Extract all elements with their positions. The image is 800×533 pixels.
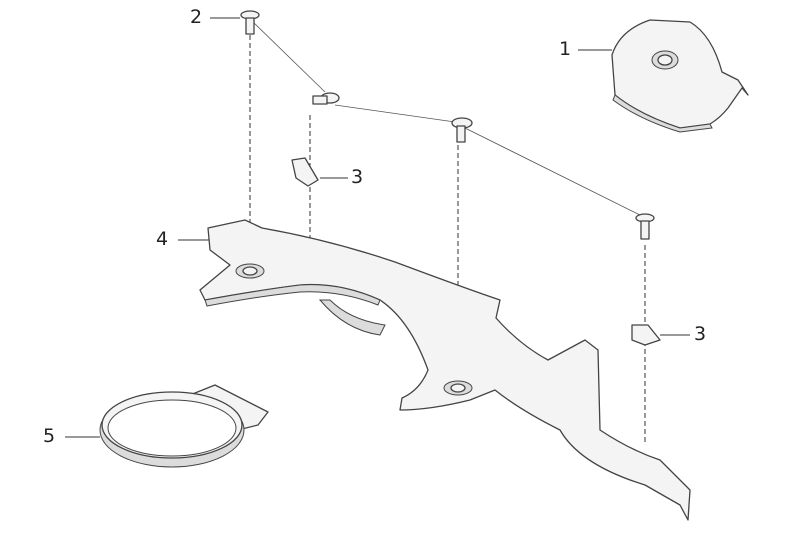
leader-lines [65,17,690,438]
clip-nuts [291,157,661,346]
callout-5: 5 [43,425,56,447]
callout-4: 4 [156,228,169,250]
part-cover [611,19,749,133]
callout-2: 2 [190,6,203,28]
callout-3-right: 3 [694,323,707,345]
part-bracket [199,219,691,521]
callout-1: 1 [559,38,572,60]
screws [240,10,655,240]
part-ring [99,384,269,468]
callout-3-left: 3 [351,166,364,188]
